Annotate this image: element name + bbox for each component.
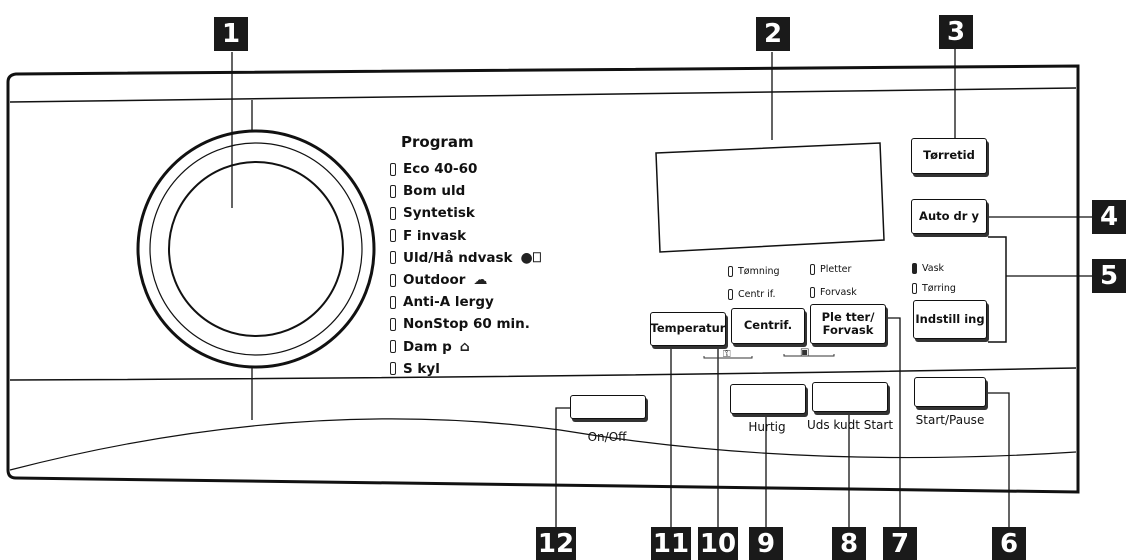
program-item-uld: Uld/Hå ndvask ●⎕: [390, 247, 541, 269]
pletter-label-line2: Forvask: [822, 323, 874, 337]
indicator-led: [810, 264, 815, 275]
callout-7: 7: [883, 527, 917, 560]
child-lock-icon: ⚿: [723, 349, 731, 360]
pletter-forvask-button[interactable]: Ple tter/ Forvask: [810, 304, 886, 344]
centrif-button[interactable]: Centrif.: [731, 308, 805, 344]
indicator-label: Centr if.: [738, 289, 776, 300]
leader-7: [886, 317, 901, 527]
program-item-label: S kyl: [403, 360, 440, 377]
hurtig-button[interactable]: [730, 384, 806, 414]
udskudt-start-button[interactable]: [812, 382, 888, 412]
udskudt-start-label: Uds kudt Start: [806, 418, 894, 432]
indstilling-button[interactable]: Indstill ing: [913, 300, 987, 339]
indicator-forvask: Forvask: [810, 287, 857, 298]
program-led: [390, 340, 396, 354]
callout-8: 8: [832, 527, 866, 560]
temperatur-button[interactable]: Temperatur: [650, 312, 726, 346]
program-item-outdoor: Outdoor ☁: [390, 269, 541, 291]
callout-2: 2: [756, 17, 790, 51]
indicator-label: Vask: [922, 263, 945, 274]
callout-9: 9: [749, 527, 783, 560]
program-title: Program: [401, 133, 474, 151]
program-item-eco: Eco 40-60: [390, 158, 541, 180]
indicator-led: [912, 283, 917, 294]
callout-6: 6: [992, 527, 1026, 560]
program-led: [390, 162, 396, 176]
program-led: [390, 184, 396, 198]
program-item-skyl: S kyl: [390, 358, 541, 380]
program-list: Eco 40-60 Bom uld Syntetisk F invask Uld…: [390, 158, 541, 380]
callout-5: 5: [1092, 259, 1126, 293]
callout-10: 10: [698, 527, 738, 560]
onoff-button[interactable]: [570, 395, 646, 419]
leader-6: [982, 392, 1010, 527]
callout-1: 1: [214, 17, 248, 51]
program-dial-knob: [168, 161, 344, 337]
indicator-led: [912, 263, 917, 274]
program-led: [390, 229, 396, 243]
program-led: [390, 251, 396, 265]
torretid-button[interactable]: Tørretid: [911, 138, 987, 174]
display-window: [655, 142, 885, 253]
program-led: [390, 273, 396, 287]
program-item-label: Uld/Hå ndvask: [403, 249, 513, 266]
leader-12: [555, 407, 570, 527]
program-item-antiallergy: Anti-A lergy: [390, 291, 541, 313]
start-pause-label: Start/Pause: [915, 413, 985, 427]
callout-12: 12: [536, 527, 576, 560]
callout-4: 4: [1092, 200, 1126, 234]
program-item-label: Outdoor: [403, 272, 466, 289]
wool-handwash-icons: ●⎕: [520, 249, 542, 266]
program-item-label: F invask: [403, 227, 467, 244]
steam-icon: ⌂: [459, 338, 470, 355]
program-led: [390, 317, 396, 331]
indicator-torring: Tørring: [912, 283, 956, 294]
indicator-label: Forvask: [820, 287, 857, 298]
indicator-vask: Vask: [912, 263, 944, 274]
panel-top-edge: [9, 87, 1077, 103]
indicator-led: [728, 289, 733, 300]
indicator-led: [728, 266, 733, 277]
indicator-label: Tørring: [922, 283, 956, 294]
program-item-syntetisk: Syntetisk: [390, 202, 541, 224]
callout-11: 11: [651, 527, 691, 560]
outdoor-icon: ☁: [473, 272, 488, 289]
program-item-label: Syntetisk: [403, 205, 475, 222]
program-item-label: Anti-A lergy: [403, 294, 494, 311]
indicator-pletter: Pletter: [810, 264, 851, 275]
autodry-button[interactable]: Auto dr y: [911, 199, 987, 234]
marker-temp-centrif: [703, 356, 753, 359]
program-item-bomuld: Bom uld: [390, 180, 541, 202]
pletter-label-line1: Ple tter/: [821, 309, 875, 324]
program-item-label: Dam p: [403, 338, 452, 355]
indicator-label: Pletter: [820, 264, 852, 275]
program-item-damp: Dam p ⌂: [390, 336, 541, 358]
program-item-finvask: F invask: [390, 225, 541, 247]
hurtig-label: Hurtig: [748, 420, 786, 434]
bracket-5: [988, 236, 1007, 343]
program-led: [390, 362, 396, 376]
start-pause-button[interactable]: [914, 377, 986, 407]
indicator-tomning: Tømning: [728, 266, 780, 277]
marker-pletter: [783, 354, 835, 357]
indicator-centrif: Centr if.: [728, 289, 775, 300]
program-dial-ring: [149, 142, 363, 356]
onoff-label: On/Off: [587, 430, 627, 444]
key-icon: ▣: [800, 347, 810, 358]
indicator-led: [810, 287, 815, 298]
program-item-label: Bom uld: [403, 183, 466, 200]
program-led: [390, 295, 396, 309]
indicator-label: Tømning: [738, 266, 780, 277]
program-item-label: NonStop 60 min.: [403, 316, 530, 333]
program-led: [390, 206, 396, 220]
callout-3: 3: [939, 15, 973, 49]
panel-divider: [9, 367, 1077, 381]
program-item-label: Eco 40-60: [403, 161, 478, 178]
program-item-nonstop: NonStop 60 min.: [390, 313, 541, 335]
